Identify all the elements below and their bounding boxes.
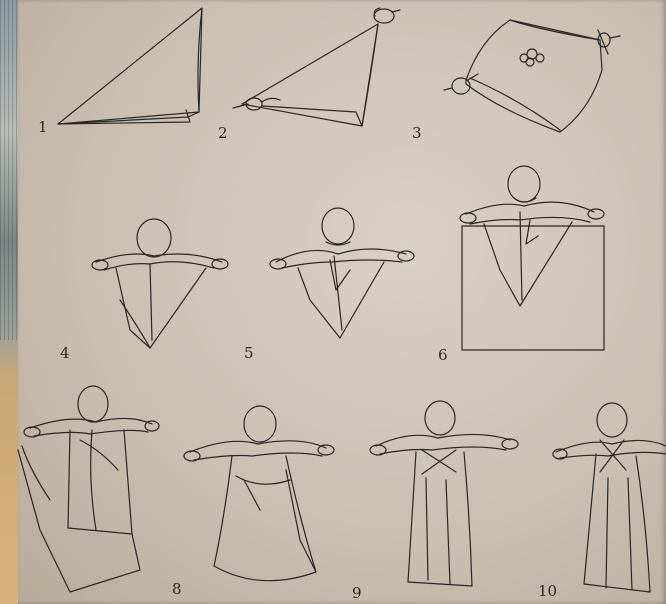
step-number-9: 9 [352, 584, 362, 602]
step-number-10: 10 [538, 582, 557, 600]
step-9-doll-bodice [184, 406, 334, 581]
step-number-6: 6 [438, 346, 448, 364]
step-9b-doll-crossed [370, 401, 518, 586]
step-3-square-with-knots [444, 20, 620, 132]
step-5-tied-neck [270, 208, 414, 338]
step-number-1: 1 [38, 118, 48, 136]
step-6-doll-on-cloth [460, 166, 604, 350]
step-number-4: 4 [60, 344, 70, 362]
step-4-head-arms [92, 219, 228, 348]
step-1-folded-cloth [58, 8, 202, 124]
step-8-wrapped-doll [18, 386, 159, 592]
step-number-2: 2 [218, 124, 228, 142]
step-number-8: 8 [172, 580, 182, 598]
step-number-3: 3 [412, 124, 422, 142]
step-number-5: 5 [244, 344, 254, 362]
step-2-knotted-triangle [233, 8, 400, 126]
step-10-finished-doll [553, 403, 666, 592]
